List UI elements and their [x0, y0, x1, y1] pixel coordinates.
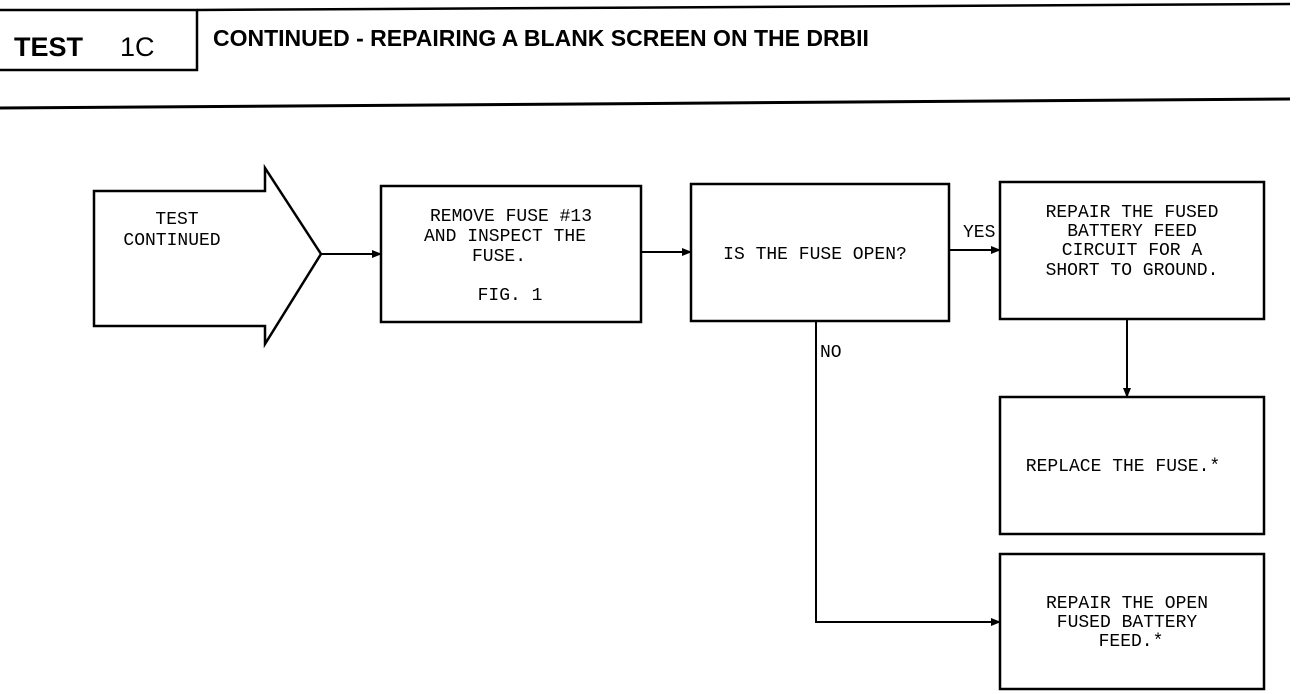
remove-fuse-box: [379, 184, 643, 324]
remove-fuse-text-1: REMOVE FUSE #13: [430, 207, 592, 227]
decision-step: IS THE FUSE OPEN?: [689, 182, 951, 323]
header-top-rule: [196, 2, 1291, 12]
header: TEST 1C CONTINUED - REPAIRING A BLANK SC…: [0, 2, 1291, 110]
page-title: CONTINUED - REPAIRING A BLANK SCREEN ON …: [213, 25, 869, 51]
start-text-1: TEST: [155, 210, 198, 230]
repair-short-box: [998, 180, 1266, 321]
repair-open-box: [998, 552, 1266, 691]
figure-reference: FIG. 1: [478, 286, 543, 306]
repair-short-text-2: BATTERY FEED: [1067, 222, 1197, 242]
replace-fuse-text: REPLACE THE FUSE.*: [1026, 457, 1220, 477]
test-label: TEST: [14, 32, 84, 62]
start-node: TEST CONTINUED: [92, 163, 323, 349]
repair-short-text-1: REPAIR THE FUSED: [1046, 203, 1219, 223]
no-label: NO: [820, 343, 842, 363]
decision-text: IS THE FUSE OPEN?: [723, 245, 907, 265]
repair-open-text-1: REPAIR THE OPEN: [1046, 594, 1208, 614]
start-text-2: CONTINUED: [123, 231, 220, 251]
repair-open-step: REPAIR THE OPEN FUSED BATTERY FEED.*: [998, 552, 1266, 691]
repair-short-text-4: SHORT TO GROUND.: [1046, 261, 1219, 281]
remove-fuse-text-2: AND INSPECT THE: [424, 227, 586, 247]
repair-open-text-3: FEED.*: [1099, 632, 1164, 652]
replace-fuse-step: REPLACE THE FUSE.*: [998, 395, 1266, 536]
replace-fuse-box: [998, 395, 1266, 536]
test-number: 1C: [120, 32, 155, 62]
remove-fuse-text-3: FUSE.: [472, 247, 526, 267]
decision-box: [689, 182, 951, 323]
remove-fuse-step: REMOVE FUSE #13 AND INSPECT THE FUSE. FI…: [379, 184, 643, 324]
repair-open-text-2: FUSED BATTERY: [1057, 613, 1198, 633]
start-arrow-shape: [92, 163, 323, 349]
repair-short-step: REPAIR THE FUSED BATTERY FEED CIRCUIT FO…: [998, 180, 1266, 321]
header-bottom-rule: [0, 97, 1291, 110]
connector-no: [815, 321, 1001, 626]
yes-label: YES: [963, 223, 995, 243]
test-label-box: [0, 8, 199, 72]
repair-short-text-3: CIRCUIT FOR A: [1062, 241, 1203, 261]
